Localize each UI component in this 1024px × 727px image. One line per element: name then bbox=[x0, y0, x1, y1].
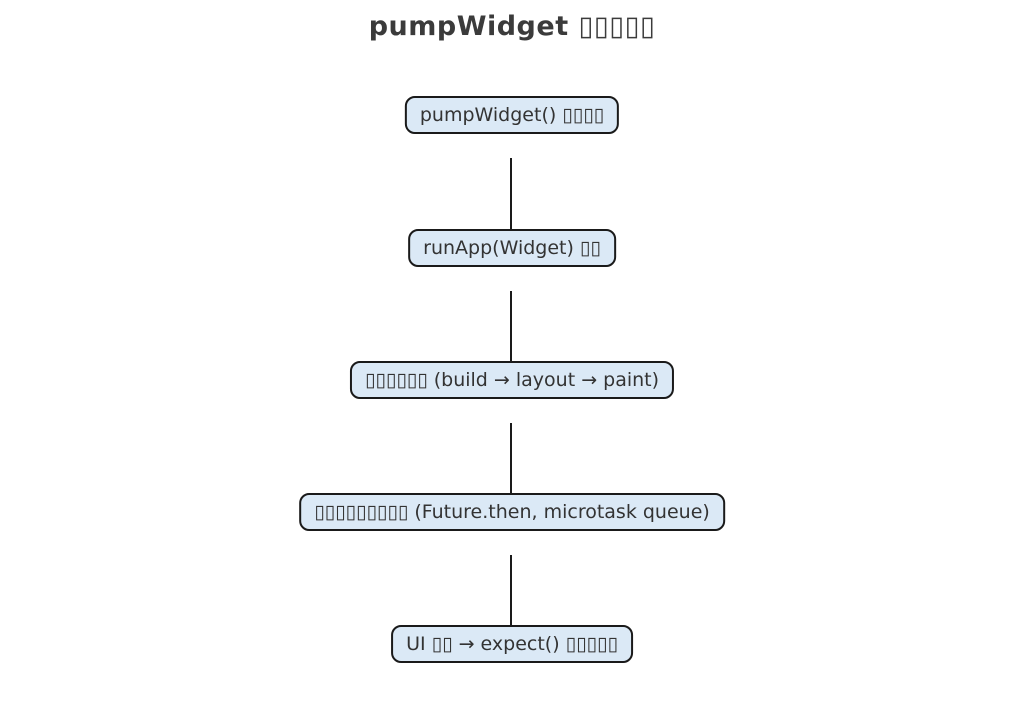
connector-line bbox=[510, 555, 512, 625]
flow-node-ui-expect: UI ▯▯ → expect() ▯▯▯▯▯ bbox=[391, 625, 633, 663]
flow-node-build-layout-paint: ▯▯▯▯▯▯ (build → layout → paint) bbox=[349, 361, 675, 399]
diagram-title: pumpWidget ▯▯▯▯▯ bbox=[368, 11, 656, 42]
connector-line bbox=[510, 291, 512, 361]
flow-node-pumpwidget-call: pumpWidget() ▯▯▯▯ bbox=[404, 96, 620, 134]
flow-node-runapp: runApp(Widget) ▯▯ bbox=[408, 229, 616, 267]
connector-line bbox=[510, 158, 512, 229]
flow-node-async-microtask: ▯▯▯▯▯▯▯▯▯ (Future.then, microtask queue) bbox=[299, 493, 725, 531]
connector-line bbox=[510, 423, 512, 493]
